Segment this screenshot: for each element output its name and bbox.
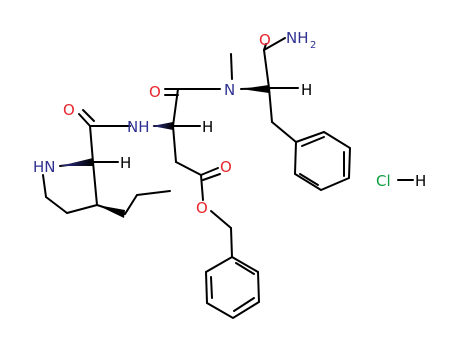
- bond-ester-co-1: [200, 167, 219, 176]
- bond-ring-c4-c3: [66, 204, 98, 214]
- bond-cn-amide: [263, 37, 286, 51]
- label-amide-o-top: O: [259, 31, 271, 49]
- bond-o-ch2: [210, 210, 232, 229]
- ring-right-inner-3: [299, 173, 319, 186]
- wedge-ring-c2: [60, 158, 93, 166]
- atom-labels: NH 2 O N H O NH H O HN H O O Cl H: [33, 29, 426, 217]
- label-salt-cl: Cl: [376, 172, 391, 190]
- bond-co-left-2: [82, 109, 95, 122]
- label-amide-n-top: NH: [286, 29, 309, 47]
- bond-carbonyl-alpha: [172, 88, 179, 127]
- bond-co-left-1: [78, 113, 91, 127]
- label-alpha-h-mid: H: [202, 118, 213, 136]
- bond-ch2-ring: [271, 121, 297, 143]
- label-methyl-n: N: [224, 81, 235, 99]
- label-amide-n-top-sub: 2: [310, 40, 316, 51]
- ring-right-inner-1: [301, 136, 325, 147]
- bond-alpha-ch2: [268, 87, 273, 123]
- label-salt-h: H: [415, 172, 426, 190]
- bond-ring-c5-c4: [45, 196, 68, 214]
- bond-carbonyl-ring: [89, 125, 94, 163]
- wedge-ring-c3-propyl: [97, 205, 125, 218]
- bond-ch2-ester-c: [175, 161, 202, 176]
- bond-ring-c3-c2: [92, 161, 98, 206]
- label-ring-h: H: [120, 154, 131, 172]
- wedge-nh-alpha-mid: [152, 122, 173, 130]
- bond-ester-c-o: [200, 174, 204, 201]
- ring-lower-inner-2: [233, 297, 255, 312]
- wedge-n-alpha-top: [241, 85, 269, 93]
- bond-c-alpha-top: [263, 49, 270, 89]
- bond-co-amide-a: [263, 43, 267, 51]
- bond-propyl-3: [136, 190, 171, 196]
- wedge-layer: [60, 85, 269, 218]
- bond-ester-co-2: [202, 173, 221, 181]
- bond-layer: [42, 37, 414, 320]
- ring-lower-inner-1: [235, 262, 255, 275]
- label-carbonyl-o-left: O: [63, 101, 75, 119]
- bond-ring-n-c5: [42, 174, 47, 198]
- ring-phenyl-right: [293, 130, 352, 192]
- ring-lower-inner-3: [210, 276, 213, 299]
- label-amide-nh-mid: NH: [127, 118, 150, 136]
- ring-phenyl-lower: [204, 255, 261, 320]
- label-ring-nh: HN: [33, 158, 56, 176]
- bond-alpha-ch2-mid: [172, 125, 177, 163]
- label-alpha-h-right: H: [301, 81, 312, 99]
- bond-ch2-ring2: [230, 227, 233, 258]
- bond-n-methyl: [230, 53, 233, 80]
- label-carbonyl-o-mid: O: [149, 83, 161, 101]
- bond-propyl-2: [124, 194, 138, 215]
- label-ester-o-link: O: [196, 199, 208, 217]
- label-ester-o-carbonyl: O: [220, 158, 232, 176]
